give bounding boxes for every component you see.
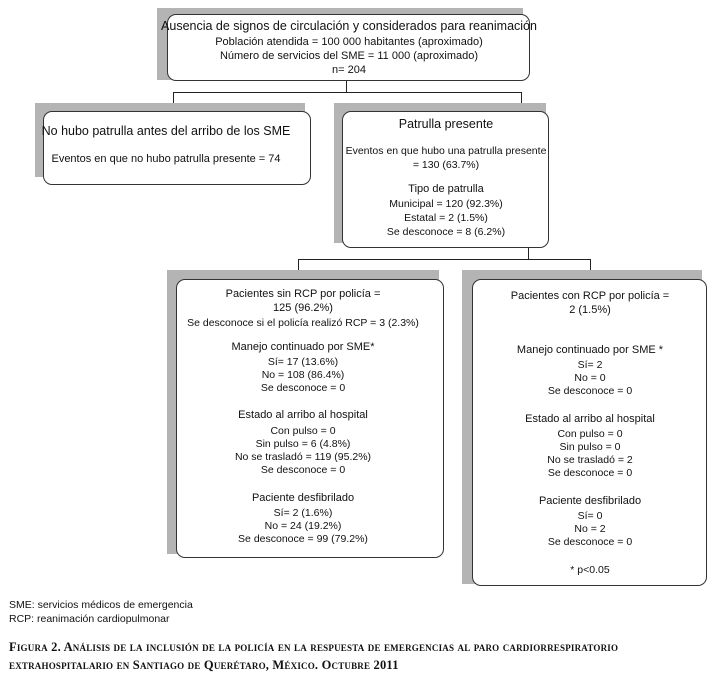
rcp-manejo-si: Sí= 2 bbox=[577, 359, 603, 371]
footnote-sme: SME: servicios médicos de emergencia bbox=[9, 599, 193, 611]
no-rcp-estado-con: Con pulso = 0 bbox=[270, 425, 336, 437]
no-rcp-manejo-title: Manejo continuado por SME* bbox=[231, 341, 375, 353]
footnote-rcp: RCP: reanimación cardiopulmonar bbox=[9, 613, 170, 625]
patrol-municipal: Municipal = 120 (92.3%) bbox=[389, 198, 503, 210]
rcp-box: Pacientes con RCP por policía = 2 (1.5%)… bbox=[472, 279, 707, 586]
patrol-estatal: Estatal = 2 (1.5%) bbox=[404, 212, 488, 224]
connector-mid-vertical bbox=[528, 247, 529, 259]
no-rcp-estado-sin: Sin pulso = 6 (4.8%) bbox=[255, 438, 351, 450]
top-box-services: Número de servicios del SME = 11 000 (ap… bbox=[219, 50, 479, 62]
no-rcp-title: Pacientes sin RCP por policía = bbox=[225, 288, 381, 300]
rcp-desf-desc: Se desconoce = 0 bbox=[547, 536, 633, 548]
rcp-estado-notras: No se trasladó = 2 bbox=[547, 454, 633, 466]
no-rcp-count: 125 (96.2%) bbox=[273, 302, 333, 314]
no-rcp-estado-notras: No se trasladó = 119 (95.2%) bbox=[234, 451, 372, 463]
figure-caption-label: Figura 2. bbox=[9, 640, 61, 654]
connector-mid-left-drop bbox=[298, 259, 299, 272]
rcp-estado-con: Con pulso = 0 bbox=[557, 428, 623, 440]
rcp-title: Pacientes con RCP por policía = bbox=[510, 290, 670, 302]
rcp-manejo-no: No = 0 bbox=[574, 372, 606, 384]
no-rcp-estado-title: Estado al arribo al hospital bbox=[238, 409, 368, 421]
connector-right-drop bbox=[521, 92, 522, 105]
patrol-desconoce: Se desconoce = 8 (6.2%) bbox=[386, 226, 506, 238]
patrol-events-count: = 130 (63.7%) bbox=[412, 159, 480, 171]
figure-caption: Figura 2. Análisis de la inclusión de la… bbox=[9, 638, 709, 674]
rcp-estado-sin: Sin pulso = 0 bbox=[559, 441, 621, 453]
patrol-title: Patrulla presente bbox=[398, 117, 494, 131]
rcp-estado-desc: Se desconoce = 0 bbox=[547, 467, 633, 479]
top-box: Ausencia de signos de circulación y cons… bbox=[161, 14, 537, 81]
connector-top-vertical bbox=[346, 80, 347, 92]
no-rcp-unknown: Se desconoce si el policía realizó RCP =… bbox=[187, 317, 419, 329]
rcp-desf-si: Sí= 0 bbox=[577, 510, 603, 522]
connector-mid-right-drop bbox=[590, 259, 591, 272]
no-rcp-estado-desc: Se desconoce = 0 bbox=[260, 464, 346, 476]
no-rcp-box: Pacientes sin RCP por policía = 125 (96.… bbox=[176, 279, 444, 558]
no-patrol-box: No hubo patrulla antes del arribo de los… bbox=[41, 111, 311, 185]
connector-mid-horizontal bbox=[298, 259, 591, 260]
rcp-desf-no: No = 2 bbox=[574, 523, 606, 535]
no-rcp-desf-no: No = 24 (19.2%) bbox=[264, 520, 342, 532]
no-patrol-title: No hubo patrulla antes del arribo de los… bbox=[41, 124, 291, 138]
connector-top-horizontal bbox=[173, 92, 522, 93]
top-box-n: n= 204 bbox=[332, 64, 366, 76]
no-rcp-desf-title: Paciente desfibrilado bbox=[251, 492, 355, 504]
no-rcp-manejo-si: Sí= 17 (13.6%) bbox=[267, 356, 339, 368]
connector-left-drop bbox=[173, 92, 174, 105]
no-rcp-desf-si: Sí= 2 (1.6%) bbox=[273, 507, 333, 519]
no-patrol-events: Eventos en que no hubo patrulla presente… bbox=[51, 153, 281, 165]
rcp-manejo-desc: Se desconoce = 0 bbox=[547, 385, 633, 397]
rcp-pvalue-note: * p<0.05 bbox=[570, 564, 610, 576]
rcp-manejo-title: Manejo continuado por SME * bbox=[516, 344, 664, 356]
rcp-estado-title: Estado al arribo al hospital bbox=[525, 413, 655, 425]
patrol-events: Eventos en que hubo una patrulla present… bbox=[345, 145, 547, 157]
patrol-box: Patrulla presente Eventos en que hubo un… bbox=[342, 111, 549, 248]
rcp-count: 2 (1.5%) bbox=[569, 304, 611, 316]
rcp-desf-title: Paciente desfibrilado bbox=[538, 495, 642, 507]
patrol-type-title: Tipo de patrulla bbox=[408, 183, 484, 195]
no-rcp-desf-desc: Se desconoce = 99 (79.2%) bbox=[238, 533, 368, 545]
top-box-title: Ausencia de signos de circulación y cons… bbox=[161, 19, 537, 33]
no-rcp-manejo-desc: Se desconoce = 0 bbox=[260, 382, 346, 394]
no-rcp-manejo-no: No = 108 (86.4%) bbox=[261, 369, 345, 381]
figure-caption-text: Análisis de la inclusión de la policía e… bbox=[9, 640, 619, 672]
top-box-population: Población atendida = 100 000 habitantes … bbox=[215, 36, 483, 48]
